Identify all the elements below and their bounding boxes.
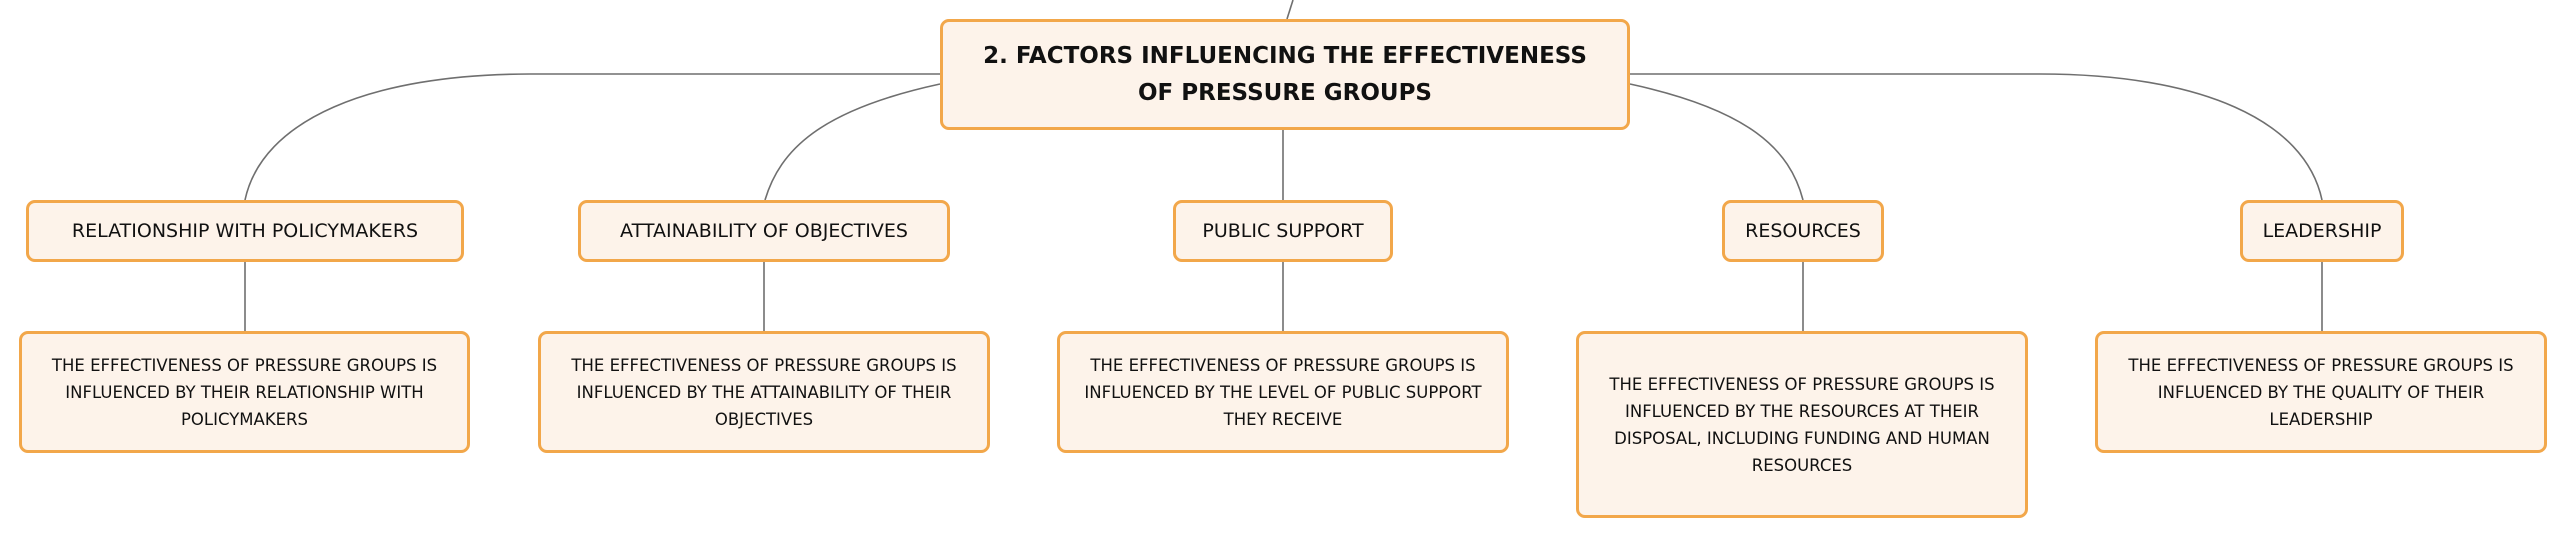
root-topic[interactable]: 2. FACTORS INFLUENCING THE EFFECTIVENESS… [940, 19, 1630, 130]
factor-label: RESOURCES [1745, 220, 1861, 242]
connector-root-to-attainability-of-objectives [764, 83, 941, 201]
factor-leadership[interactable]: LEADERSHIP [2240, 200, 2404, 262]
factor-attainability-of-objectives[interactable]: ATTAINABILITY OF OBJECTIVES [578, 200, 950, 262]
detail-text: THE EFFECTIVENESS OF PRESSURE GROUPS IS … [1084, 355, 1482, 429]
factor-resources[interactable]: RESOURCES [1722, 200, 1884, 262]
factor-label: ATTAINABILITY OF OBJECTIVES [620, 220, 908, 242]
factor-public-support[interactable]: PUBLIC SUPPORT [1173, 200, 1393, 262]
detail-resources[interactable]: THE EFFECTIVENESS OF PRESSURE GROUPS IS … [1576, 331, 2028, 518]
connector-root-to-relationship-with-policymakers [244, 73, 940, 201]
detail-relationship-with-policymakers[interactable]: THE EFFECTIVENESS OF PRESSURE GROUPS IS … [19, 331, 470, 453]
connector-root-to-resources [1629, 83, 1804, 201]
detail-text: THE EFFECTIVENESS OF PRESSURE GROUPS IS … [571, 355, 957, 429]
detail-attainability-of-objectives[interactable]: THE EFFECTIVENESS OF PRESSURE GROUPS IS … [538, 331, 990, 453]
detail-leadership[interactable]: THE EFFECTIVENESS OF PRESSURE GROUPS IS … [2095, 331, 2547, 453]
root-topic-title: 2. FACTORS INFLUENCING THE EFFECTIVENESS… [983, 42, 1587, 106]
detail-text: THE EFFECTIVENESS OF PRESSURE GROUPS IS … [1609, 374, 1995, 475]
factor-label: RELATIONSHIP WITH POLICYMAKERS [71, 220, 419, 242]
detail-text: THE EFFECTIVENESS OF PRESSURE GROUPS IS … [51, 355, 438, 429]
detail-text: THE EFFECTIVENESS OF PRESSURE GROUPS IS … [2128, 355, 2514, 429]
factor-label: PUBLIC SUPPORT [1202, 220, 1364, 242]
factor-relationship-with-policymakers[interactable]: RELATIONSHIP WITH POLICYMAKERS [26, 200, 464, 262]
detail-public-support[interactable]: THE EFFECTIVENESS OF PRESSURE GROUPS IS … [1057, 331, 1509, 453]
connector-parent-to-root [1286, 0, 1294, 20]
connector-root-to-leadership [1630, 73, 2323, 201]
factor-label: LEADERSHIP [2262, 220, 2382, 242]
